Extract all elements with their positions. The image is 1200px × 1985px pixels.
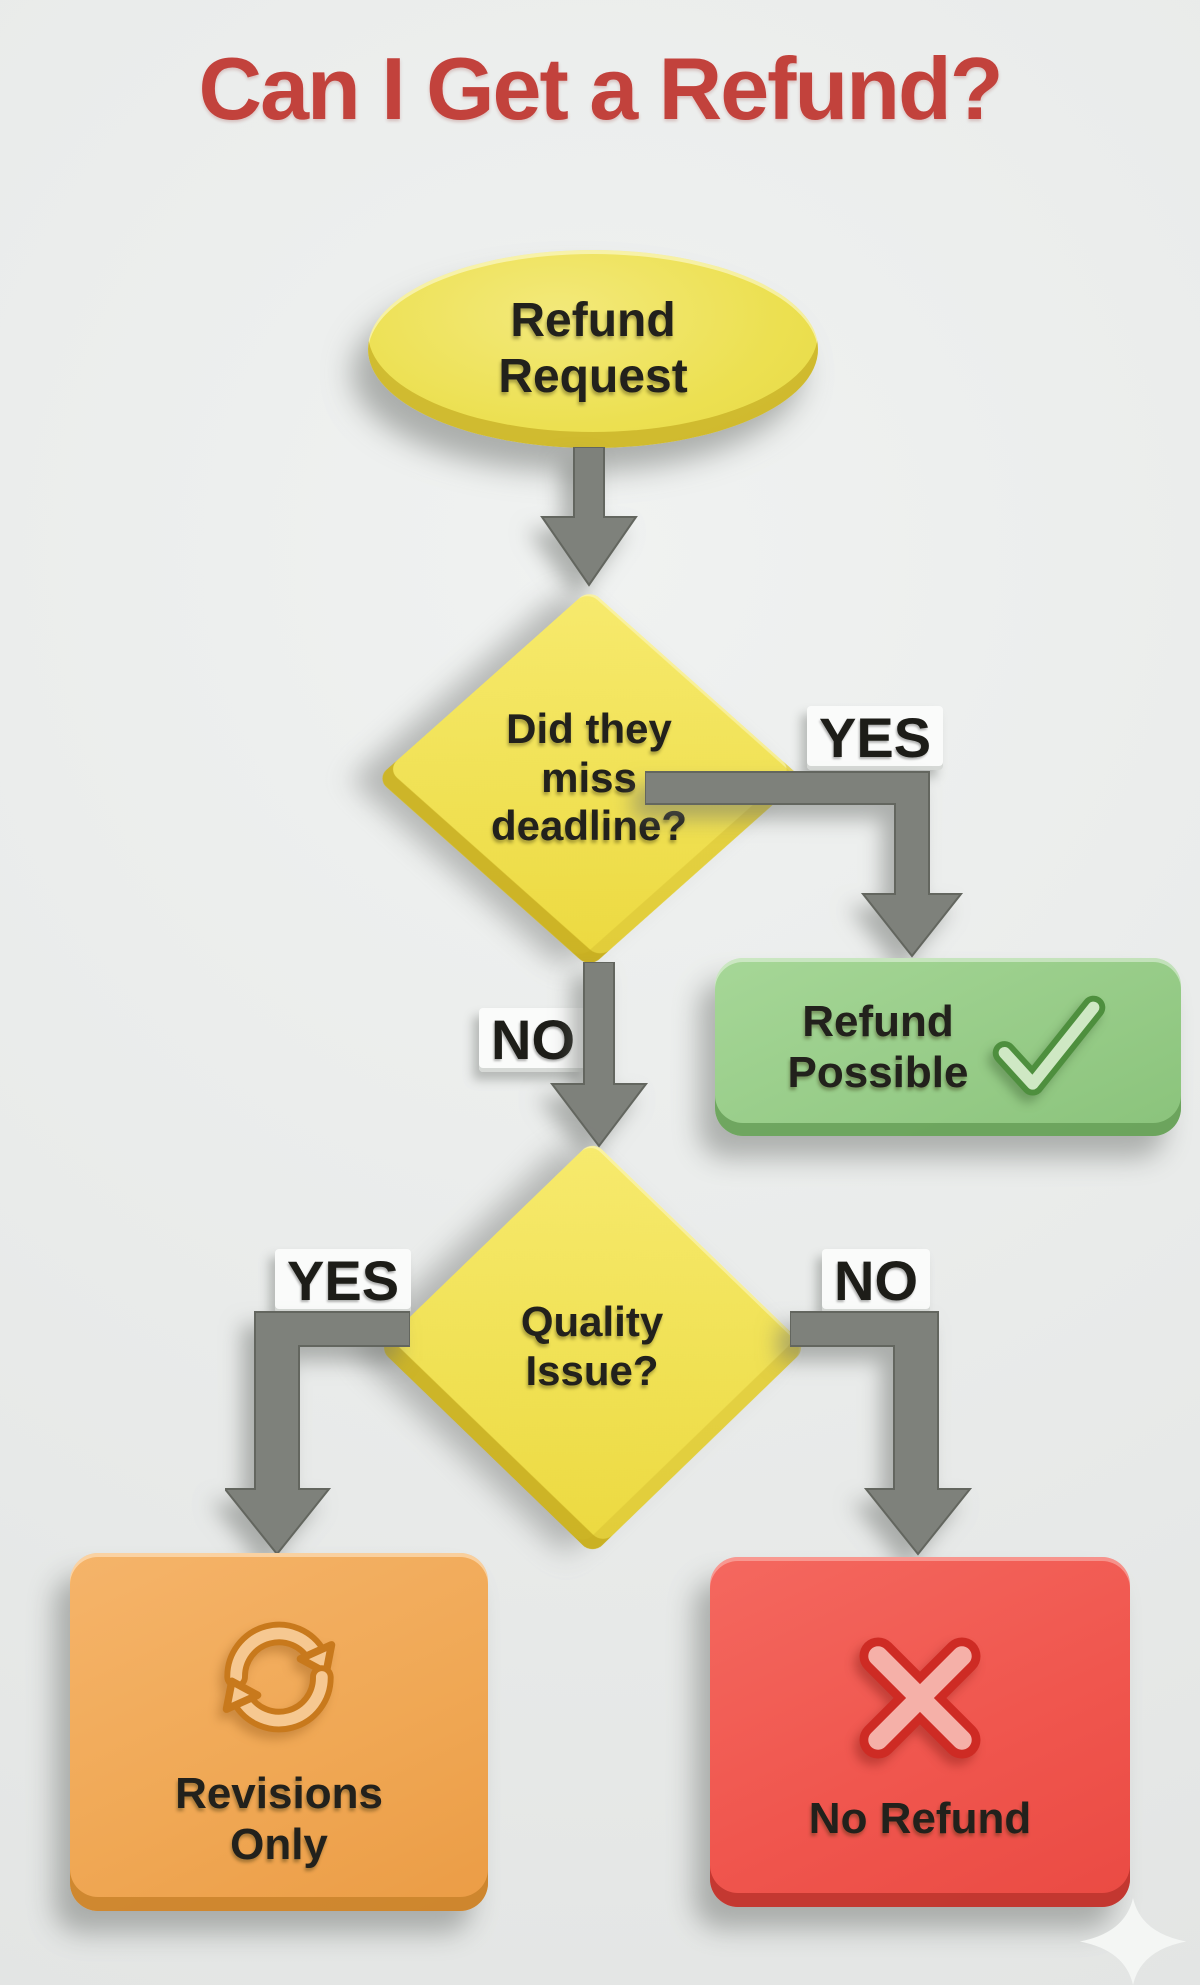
connector-quality-no	[790, 1311, 973, 1556]
connector-deadline-yes	[645, 771, 964, 958]
node-refund-request: Refund Request	[368, 250, 818, 448]
node-no-refund-label: No Refund	[808, 1794, 1032, 1844]
node-deadline-decision: Did they miss deadline?	[376, 588, 803, 968]
branch-label-deadline-no: NO	[479, 1008, 587, 1072]
node-revisions-only: Revisions Only	[70, 1553, 488, 1911]
checkmark-icon	[993, 995, 1106, 1096]
connector-quality-yes	[225, 1311, 410, 1556]
node-quality-decision-label: Quality Issue?	[520, 1298, 664, 1394]
node-refund-possible-label: Refund Possible	[787, 996, 969, 1097]
node-deadline-decision-label: Did they miss deadline?	[490, 704, 688, 850]
node-refund-possible: Refund Possible	[715, 958, 1181, 1136]
page-title: Can I Get a Refund?	[198, 39, 1004, 138]
branch-label-quality-yes: YES	[275, 1249, 412, 1313]
sparkle-icon	[1079, 1898, 1187, 1985]
arrow-start-to-deadline	[540, 447, 638, 587]
arrow-deadline-to-quality	[549, 962, 649, 1148]
refresh-icon	[222, 1621, 336, 1733]
x-icon	[859, 1637, 981, 1760]
node-revisions-only-label: Revisions Only	[175, 1768, 383, 1869]
branch-label-quality-no: NO	[822, 1249, 930, 1313]
node-quality-decision: Quality Issue?	[378, 1140, 807, 1555]
node-refund-request-label: Refund Request	[498, 294, 688, 403]
branch-label-deadline-yes: YES	[807, 706, 944, 770]
node-no-refund: No Refund	[710, 1557, 1130, 1907]
